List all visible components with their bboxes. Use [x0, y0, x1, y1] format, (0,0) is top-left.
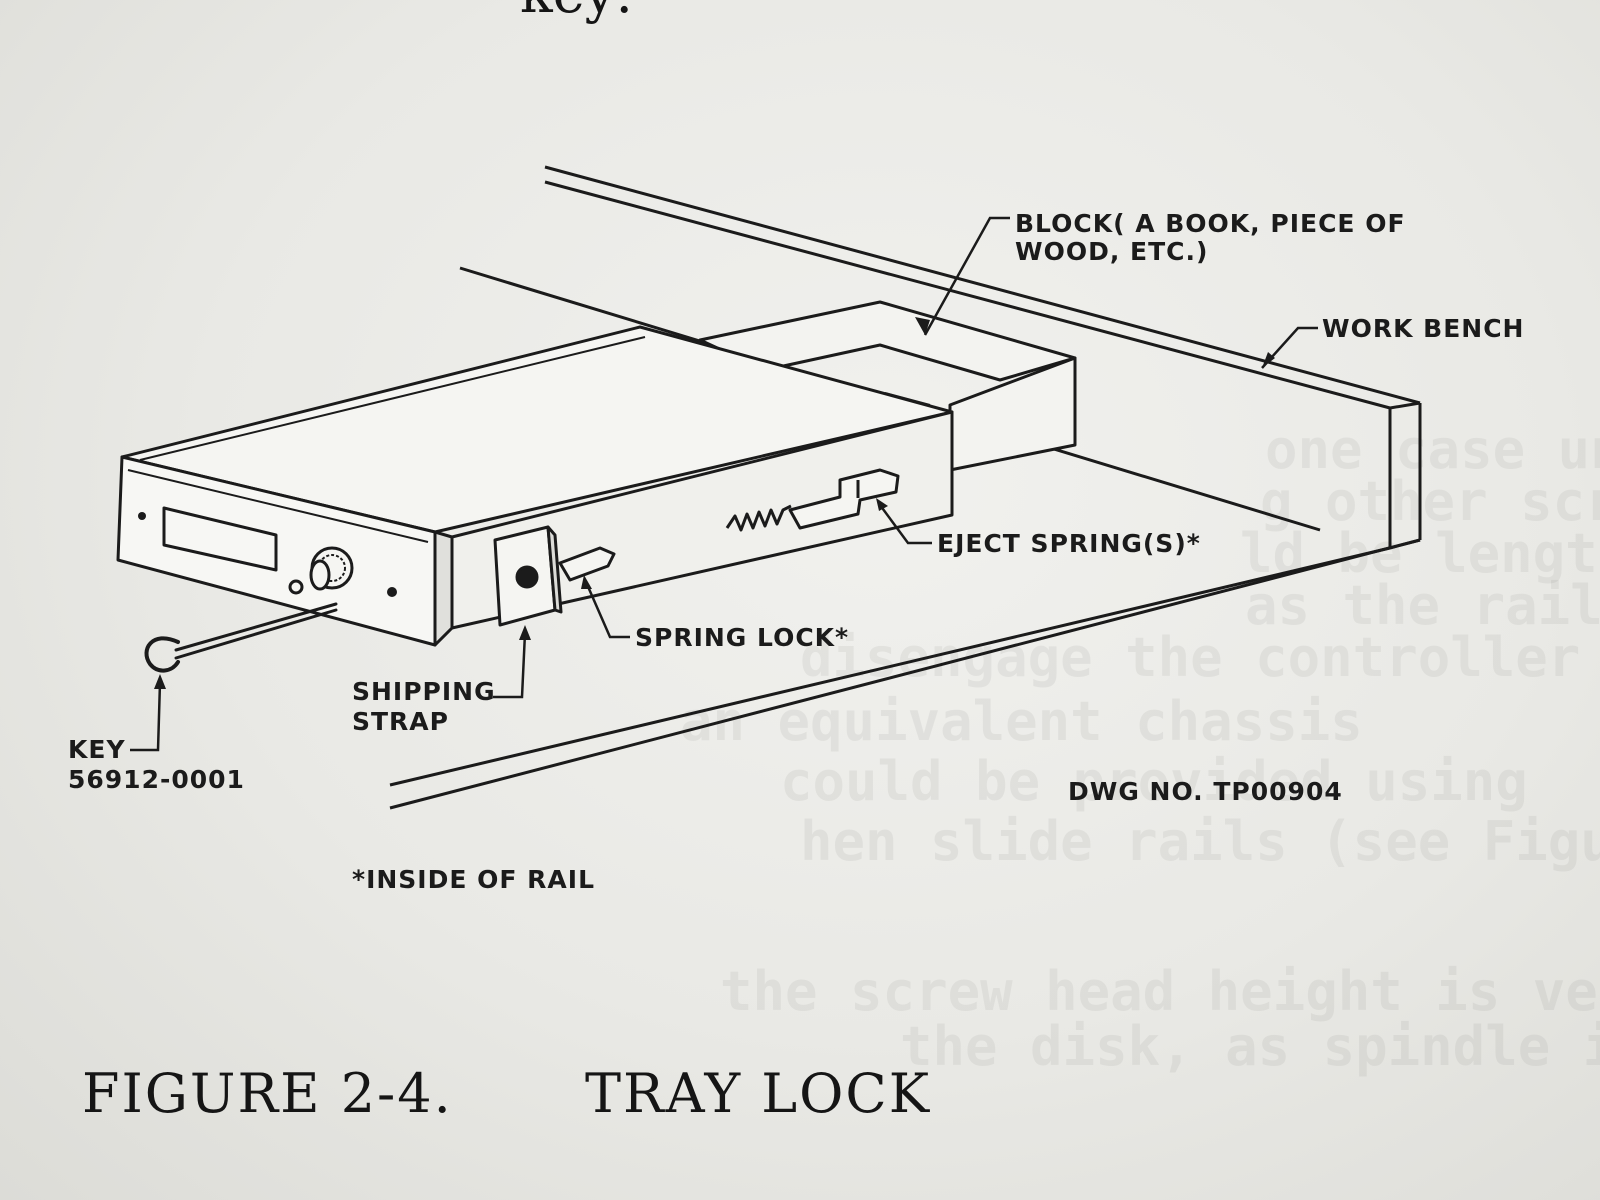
bleed-line: the screw head height is very critical: [720, 960, 1600, 1023]
shipping-strap-leader: [493, 632, 527, 699]
bleed-line: could be provided using: [780, 750, 1528, 813]
eject-spring: [725, 468, 900, 532]
drawing-number: DWG NO. TP00904: [1068, 777, 1343, 806]
display-window: [162, 506, 278, 572]
bleed-line: hen slide rails (see Figure: [800, 810, 1600, 873]
work-bench-label: WORK BENCH: [1322, 314, 1524, 343]
bleed-line: one case unit: [1265, 418, 1600, 481]
block-leader: [923, 216, 1010, 336]
key-leader: [130, 681, 162, 752]
leader-lines: [130, 216, 1318, 752]
spring-lock-leader: [584, 581, 630, 639]
keyhole: [387, 587, 397, 597]
bleed-line: the disk, as spindle is removed and: [900, 1015, 1600, 1078]
bleed-line: an equivalent chassis: [680, 690, 1363, 753]
spring-lock: [558, 546, 616, 582]
shipping-strap: [493, 525, 563, 627]
work-bench-leader: [1261, 326, 1318, 369]
bleed-line: disengage the controller: [800, 626, 1580, 689]
shipping-strap-label-line1: SHIPPING: [352, 677, 496, 706]
eject-spring-label: EJECT SPRING(S)*: [937, 529, 1201, 558]
key: [144, 602, 338, 673]
key-label: KEY: [68, 735, 126, 764]
work-bench: [389, 165, 1422, 810]
block-label-line1: BLOCK( A BOOK, PIECE OF: [1015, 209, 1406, 238]
eject-spring-leader: [878, 504, 932, 545]
block-label-line2: WOOD, ETC.): [1015, 237, 1208, 266]
figure-number: FIGURE 2-4.: [82, 1062, 453, 1125]
knob: [309, 546, 354, 591]
bleed-line: as the rail latch to: [1245, 574, 1600, 637]
figure-title: TRAY LOCK: [585, 1062, 931, 1125]
spring-lock-label: SPRING LOCK*: [635, 623, 849, 652]
previous-line-fragment: key:: [520, 0, 633, 25]
bleed-line: g other screws: [1260, 470, 1600, 533]
key-part-number: 56912-0001: [68, 765, 245, 794]
indicator-light: [138, 512, 146, 520]
footnote: *INSIDE OF RAIL: [352, 865, 595, 894]
shipping-strap-label-line2: STRAP: [352, 707, 449, 736]
